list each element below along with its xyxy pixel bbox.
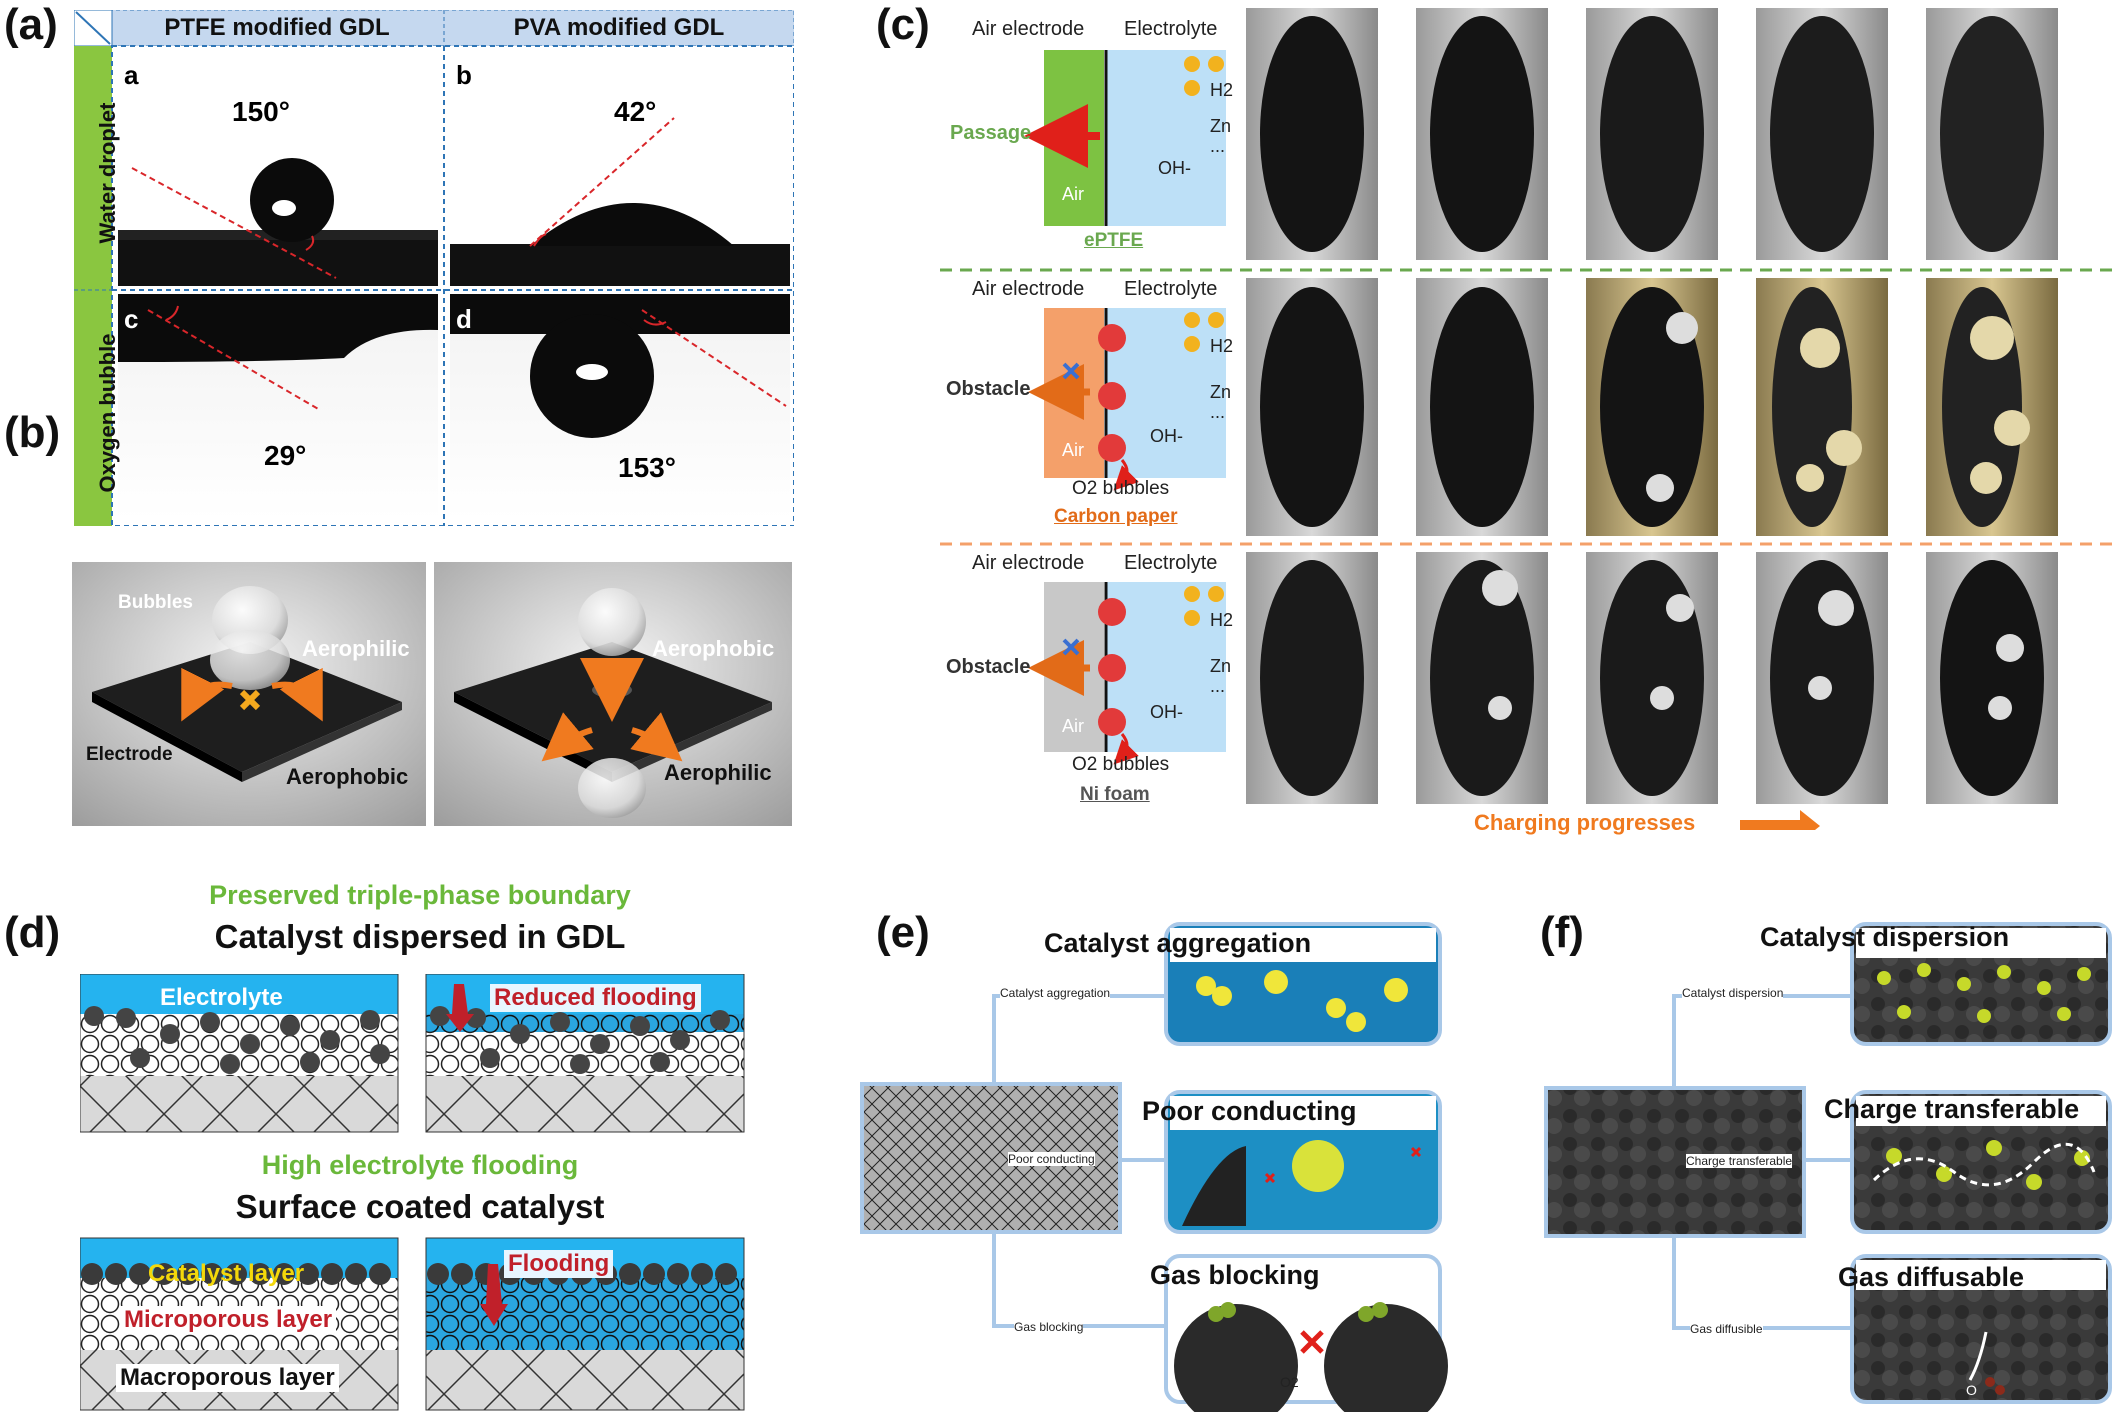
angle-a: 150° bbox=[232, 96, 290, 127]
c-row2-oh: OH- bbox=[1150, 426, 1183, 446]
col-header-pva: PVA modified GDL bbox=[513, 14, 725, 41]
charging-progresses-label: Charging progresses bbox=[1474, 810, 1696, 835]
c-row2-electrolyte: Electrolyte bbox=[1124, 278, 1218, 300]
c-row2-o2: O2 bubbles bbox=[1072, 478, 1170, 499]
c-row1-oh: OH- bbox=[1158, 158, 1191, 178]
b-right-aerophobic: Aerophobic bbox=[652, 636, 775, 661]
c-row2-air: Air bbox=[1062, 440, 1084, 460]
panel-b-illustration bbox=[72, 562, 792, 826]
b-left-aerophobic: Aerophobic bbox=[286, 764, 409, 789]
panel-f-diagram bbox=[1544, 922, 2112, 1404]
d-top-title: Catalyst dispersed in GDL bbox=[214, 918, 626, 955]
e-o2-label: O2 bbox=[1280, 1374, 1299, 1390]
d-microporous-layer-label: Microporous layer bbox=[120, 1306, 337, 1334]
cell-letter-c: c bbox=[124, 304, 139, 334]
d-catalyst-layer-label: Catalyst layer bbox=[148, 1260, 305, 1287]
c-row1-dots: ... bbox=[1210, 136, 1226, 156]
angle-d: 153° bbox=[618, 452, 676, 483]
e-branch-poor-conducting: Poor conducting bbox=[1008, 1152, 1095, 1166]
c-row3-material: Ni foam bbox=[1080, 784, 1150, 805]
b-electrode-label: Electrode bbox=[86, 744, 173, 765]
f-branch-charge-transferable: Charge transferable bbox=[1686, 1154, 1793, 1168]
panel-label-a: (a) bbox=[4, 0, 58, 49]
c-row1-electrolyte: Electrolyte bbox=[1124, 18, 1218, 40]
cell-letter-b: b bbox=[456, 60, 472, 90]
panel-label-b: (b) bbox=[4, 408, 61, 457]
c-row3-dots: ... bbox=[1210, 676, 1226, 696]
charging-photos bbox=[1246, 8, 2058, 804]
c-row1-air: Air bbox=[1062, 184, 1084, 204]
c-row1-action: Passage bbox=[950, 122, 1032, 144]
panel-label-f: (f) bbox=[1540, 908, 1584, 957]
panel-label-d: (d) bbox=[4, 908, 61, 957]
d-bottom-title: Surface coated catalyst bbox=[235, 1188, 605, 1225]
c-row2-h2: H2 bbox=[1210, 336, 1234, 356]
b-right-aerophilic: Aerophilic bbox=[664, 760, 772, 785]
c-row3-h2: H2 bbox=[1210, 610, 1234, 630]
c-row3-o2: O2 bubbles bbox=[1072, 754, 1170, 775]
e-title-gas-blocking: Gas blocking bbox=[1150, 1260, 1320, 1290]
d-bottom-subtitle: High electrolyte flooding bbox=[261, 1150, 579, 1180]
cell-letter-d: d bbox=[456, 304, 472, 334]
d-macroporous-layer-label: Macroporous layer bbox=[116, 1364, 339, 1392]
f-title-catalyst-dispersion: Catalyst dispersion bbox=[1760, 922, 2010, 952]
panel-e-diagram bbox=[860, 922, 1448, 1412]
e-branch-gas-blocking: Gas blocking bbox=[1014, 1320, 1084, 1334]
c-row2-dots: ... bbox=[1210, 402, 1226, 422]
d-top-subtitle: Preserved triple-phase boundary bbox=[209, 880, 631, 910]
c-row3-oh: OH- bbox=[1150, 702, 1183, 722]
c-row1-zn: Zn bbox=[1210, 116, 1232, 136]
col-header-ptfe: PTFE modified GDL bbox=[164, 14, 390, 41]
panel-d-layers bbox=[80, 974, 745, 1411]
f-o2-label: O bbox=[1966, 1382, 1977, 1398]
e-branch-catalyst-aggregation: Catalyst aggregation bbox=[1000, 986, 1111, 1000]
e-title-poor-conducting: Poor conducting bbox=[1142, 1096, 1357, 1126]
d-flooding-label: Flooding bbox=[504, 1250, 614, 1278]
cell-c-oxygen-bubble-image bbox=[118, 294, 438, 520]
c-row3-action: Obstacle bbox=[946, 656, 1031, 678]
c-row1-material: ePTFE bbox=[1084, 230, 1144, 251]
c-row2-zn: Zn bbox=[1210, 382, 1232, 402]
f-title-charge-transferable: Charge transferable bbox=[1824, 1094, 2080, 1124]
c-row3-zn: Zn bbox=[1210, 656, 1232, 676]
row-header-oxygen-bubble: Oxygen bubble bbox=[95, 333, 120, 493]
row-header-water-droplet: Water droplet bbox=[95, 102, 120, 244]
cell-d-oxygen-bubble-image bbox=[450, 294, 790, 520]
c-row2-action: Obstacle bbox=[946, 378, 1031, 400]
panel-label-c: (c) bbox=[876, 0, 930, 49]
d-electrolyte-label: Electrolyte bbox=[160, 984, 283, 1011]
c-row1-air-electrode: Air electrode bbox=[972, 18, 1085, 40]
panel-c-schematic bbox=[940, 8, 2118, 830]
b-bubbles-label: Bubbles bbox=[118, 592, 193, 613]
c-row3-air-electrode: Air electrode bbox=[972, 552, 1085, 574]
cell-letter-a: a bbox=[124, 60, 139, 90]
c-row2-material: Carbon paper bbox=[1054, 506, 1178, 527]
angle-b: 42° bbox=[614, 96, 657, 127]
angle-c: 29° bbox=[264, 440, 307, 471]
cell-a-water-droplet-image bbox=[118, 158, 438, 286]
c-row3-electrolyte: Electrolyte bbox=[1124, 552, 1218, 574]
panel-a-grid bbox=[74, 10, 794, 526]
b-left-aerophilic: Aerophilic bbox=[302, 636, 410, 661]
c-row3-air: Air bbox=[1062, 716, 1084, 736]
d-reduced-flooding-label: Reduced flooding bbox=[490, 984, 701, 1012]
panel-label-e: (e) bbox=[876, 908, 930, 957]
c-row1-h2: H2 bbox=[1210, 80, 1234, 100]
e-title-catalyst-aggregation: Catalyst aggregation bbox=[1044, 928, 1312, 958]
f-title-gas-diffusable: Gas diffusable bbox=[1838, 1262, 2025, 1292]
cell-b-water-droplet-image bbox=[450, 117, 790, 286]
c-row2-air-electrode: Air electrode bbox=[972, 278, 1085, 300]
f-branch-catalyst-dispersion: Catalyst dispersion bbox=[1682, 986, 1784, 1000]
f-branch-gas-diffusible: Gas diffusible bbox=[1690, 1322, 1763, 1336]
